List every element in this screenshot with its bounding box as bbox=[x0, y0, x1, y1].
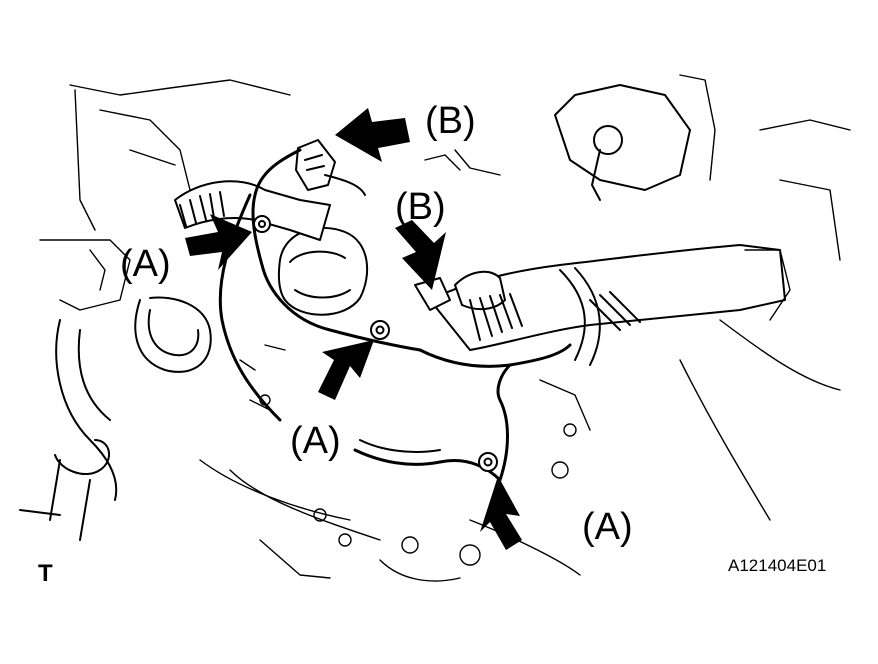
callout-b-mid: (B) bbox=[395, 186, 446, 228]
arrow-icon-a-right bbox=[480, 476, 522, 550]
callout-a-left: (A) bbox=[120, 243, 171, 285]
reservoir-cap bbox=[277, 226, 369, 316]
hose-clamp bbox=[454, 270, 523, 341]
engine-body-outline bbox=[19, 79, 581, 582]
arrow-icon-b-mid bbox=[395, 220, 446, 290]
bolt-left bbox=[253, 215, 271, 233]
callout-b-top: (B) bbox=[425, 100, 476, 142]
connector-b-upper bbox=[295, 139, 366, 196]
bolt-center bbox=[370, 320, 390, 340]
intake-hose bbox=[429, 244, 786, 366]
callout-a-right: (A) bbox=[582, 506, 633, 548]
engine-detail-lines bbox=[239, 149, 591, 566]
corner-label: T bbox=[38, 560, 53, 587]
arrow-icon-a-left bbox=[185, 214, 252, 270]
arrow-icon-b-top bbox=[335, 108, 410, 162]
callout-a-center: (A) bbox=[290, 420, 341, 462]
sensor-connector bbox=[554, 74, 851, 521]
bolt-right bbox=[478, 452, 498, 472]
arrow-icon-a-center bbox=[318, 340, 374, 400]
figure-id: A121404E01 bbox=[728, 556, 827, 575]
